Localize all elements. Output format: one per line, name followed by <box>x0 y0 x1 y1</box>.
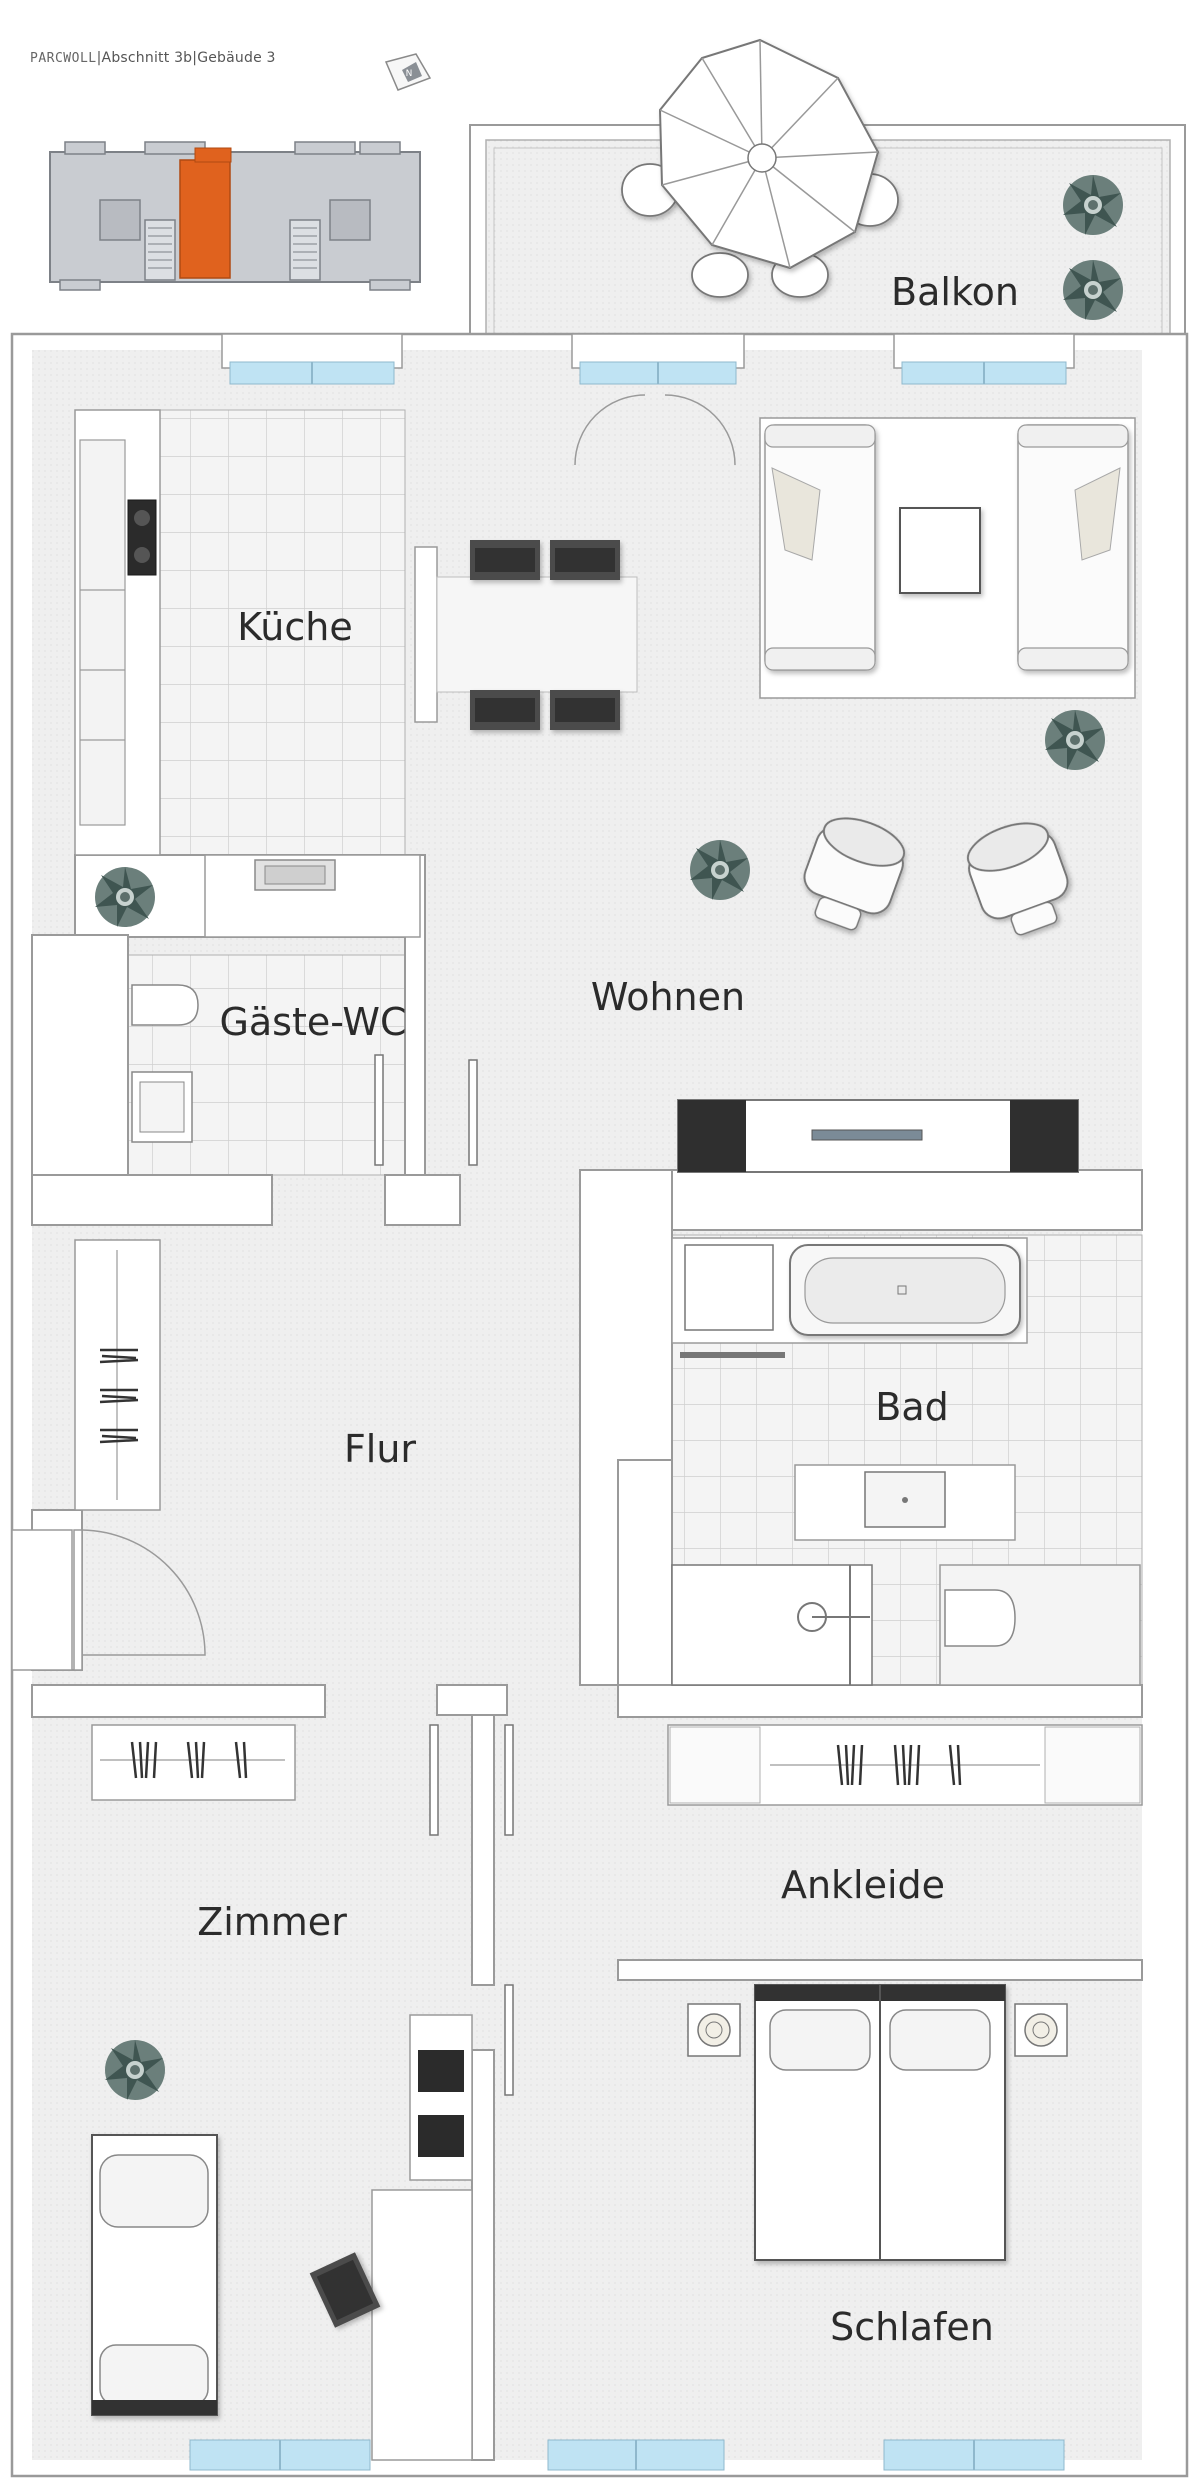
header-section: Abschnitt 3b <box>101 50 193 66</box>
bed-icon <box>91 2134 218 2416</box>
room-label-ankleide: Ankleide <box>781 1863 945 1907</box>
double-bed-icon <box>754 1984 1006 2261</box>
window <box>547 2439 725 2471</box>
room-label-bad: Bad <box>875 1385 948 1429</box>
sliding-doors <box>374 1054 514 2096</box>
chair-icon <box>550 540 620 580</box>
guest-wc-fixtures <box>131 984 199 1143</box>
bath-fixtures <box>671 1237 1141 1686</box>
windows <box>189 333 1075 2471</box>
sofa-group <box>759 417 1136 699</box>
bathtub-icon <box>789 1244 1021 1336</box>
sofa-icon <box>764 424 876 671</box>
balcony-door <box>574 394 736 466</box>
kitchen-counter <box>74 409 421 938</box>
room-label-gaeste-wc: Gäste-WC <box>219 1000 406 1044</box>
plant-icon <box>1063 175 1123 235</box>
desk-icon <box>309 2189 473 2461</box>
coffee-table-icon <box>899 507 981 594</box>
kitchen-floor <box>159 409 406 861</box>
brand-logo: PARCWOLL <box>30 51 97 66</box>
room-label-balkon: Balkon <box>891 270 1019 314</box>
room-label-zimmer: Zimmer <box>197 1900 347 1944</box>
header-separator: | <box>96 50 102 66</box>
room-label-flur: Flur <box>344 1427 416 1471</box>
svg-text:N: N <box>406 69 413 79</box>
room-label-wohnen: Wohnen <box>591 975 745 1019</box>
lamp-icon <box>687 2003 741 2057</box>
plant-icon <box>105 2040 165 2100</box>
dining-table <box>414 540 638 730</box>
window <box>221 333 403 385</box>
entrance-door <box>11 1529 206 1671</box>
room-labels: Balkon Küche Wohnen Gäste-WC Bad Flur An… <box>197 270 1019 2349</box>
walk-in-wardrobe <box>667 1724 1143 1806</box>
window <box>189 2439 371 2471</box>
chair-icon <box>470 540 540 580</box>
umbrella-icon <box>658 38 880 270</box>
lamp-icon <box>1014 2003 1068 2057</box>
sofa-icon <box>1017 424 1129 671</box>
highlighted-unit <box>179 159 231 279</box>
window <box>571 333 745 385</box>
chair-icon <box>470 690 540 730</box>
room-label-schlafen: Schlafen <box>830 2305 994 2349</box>
balcony-furniture <box>621 38 899 298</box>
key-plan <box>49 141 421 291</box>
room-wardrobe <box>91 1724 296 1801</box>
plant-icon <box>690 840 750 900</box>
plant-icon <box>1045 710 1105 770</box>
chair-icon <box>550 690 620 730</box>
hall-wardrobe <box>74 1239 161 1511</box>
header: PARCWOLL|Abschnitt 3b|Gebäude 3 <box>30 50 276 66</box>
armchair-icon <box>803 817 906 931</box>
armchair-icon <box>966 822 1069 936</box>
room-label-kueche: Küche <box>237 605 352 649</box>
chair-icon <box>621 163 899 298</box>
window <box>893 333 1075 385</box>
compass-icon: N <box>384 53 432 91</box>
plant-icon <box>95 867 155 927</box>
window <box>883 2439 1065 2471</box>
room-shelf <box>409 2014 473 2181</box>
plant-icon <box>1063 260 1123 320</box>
header-building: Gebäude 3 <box>197 50 276 66</box>
tv-sideboard <box>677 1099 1079 1173</box>
